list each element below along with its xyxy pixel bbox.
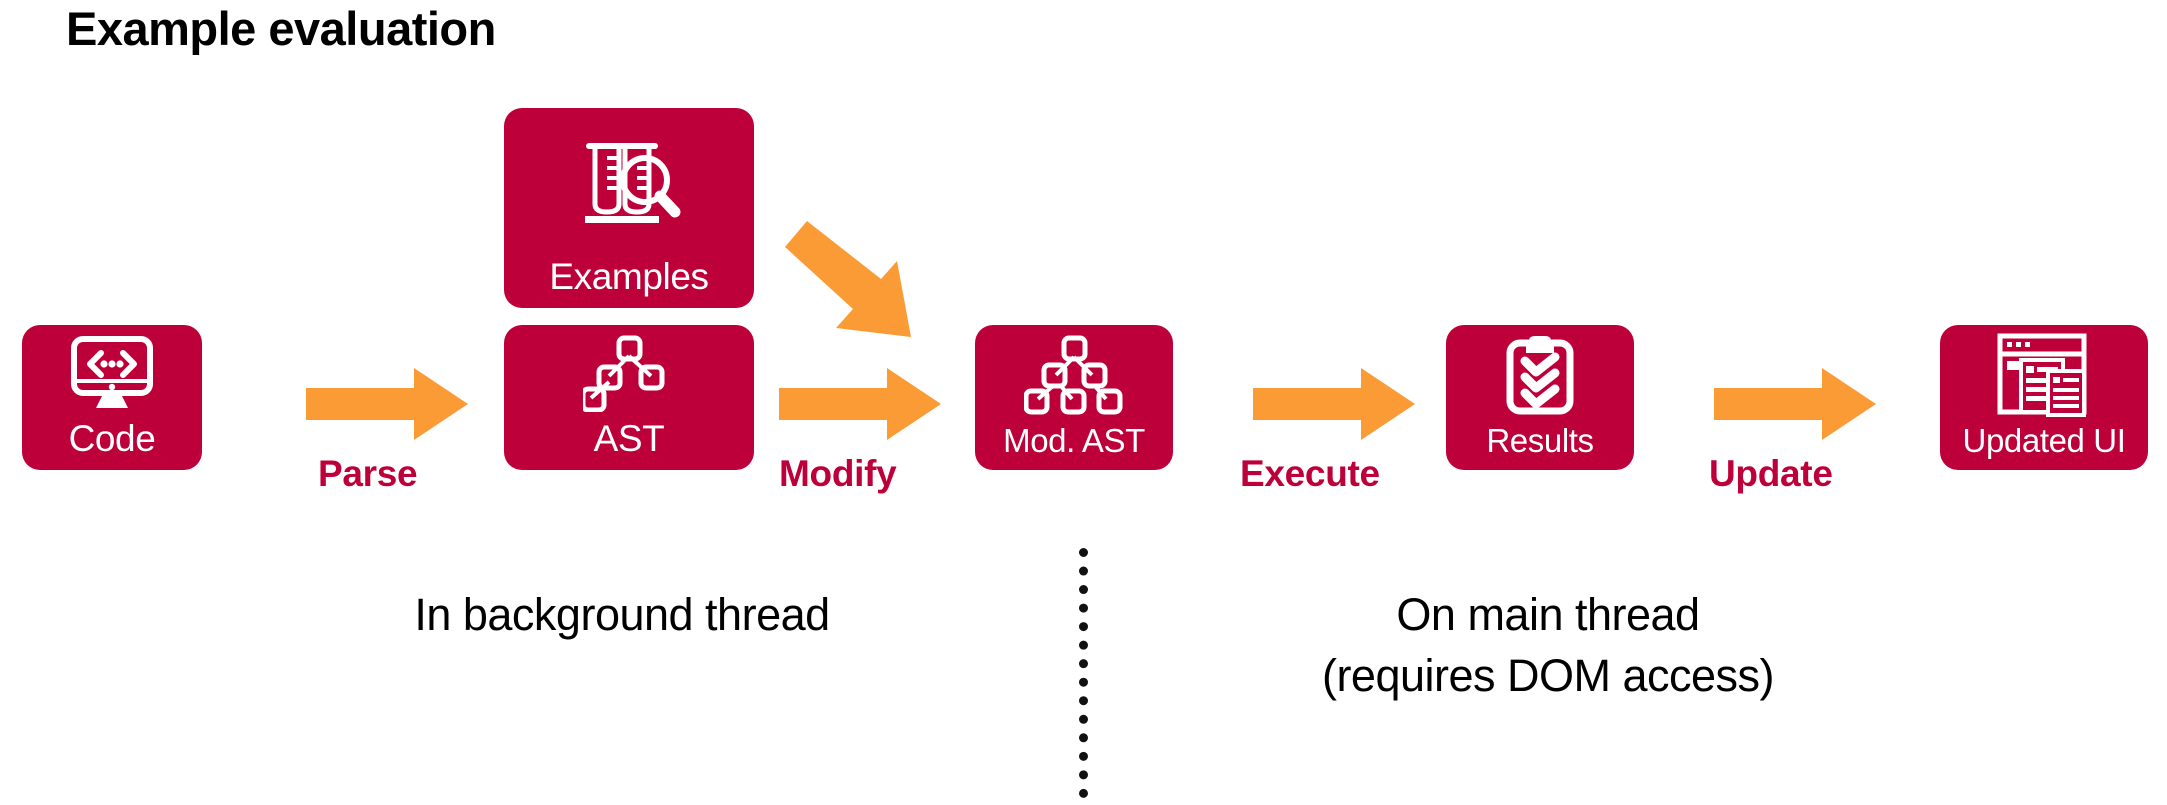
arrow-execute xyxy=(1253,368,1415,440)
stage-code[interactable]: Code xyxy=(22,325,202,470)
caption-background-thread: In background thread xyxy=(414,589,830,640)
stage-label: Mod. AST xyxy=(1003,422,1145,459)
arrow-label-modify: Modify xyxy=(779,453,897,494)
stage-label: Updated UI xyxy=(1962,422,2126,459)
stage-label: Results xyxy=(1486,422,1594,459)
test-tubes-magnifier-icon xyxy=(504,108,754,258)
arrow-label-parse: Parse xyxy=(318,453,418,494)
arrow-inject-examples xyxy=(785,215,935,340)
monitor-code-icon xyxy=(22,325,202,420)
stage-ast[interactable]: AST xyxy=(504,325,754,470)
stage-label: Code xyxy=(68,418,156,459)
stage-label: Examples xyxy=(549,256,709,297)
stage-updated-ui[interactable]: Updated UI xyxy=(1940,325,2148,470)
arrow-update xyxy=(1714,368,1876,440)
stage-examples[interactable]: Examples xyxy=(504,108,754,308)
browser-window-icon xyxy=(1940,325,2148,424)
page-title: Example evaluation xyxy=(66,2,496,55)
stage-label: AST xyxy=(593,418,665,459)
arrow-label-update: Update xyxy=(1709,453,1833,494)
caption-main-thread: On main thread (requires DOM access) xyxy=(1238,585,1858,707)
thread-divider xyxy=(1079,548,1088,798)
arrow-parse xyxy=(306,368,468,440)
arrow-label-execute: Execute xyxy=(1240,453,1380,494)
stage-mod-ast[interactable]: Mod. AST xyxy=(975,325,1173,470)
caption-main-thread-line2: (requires DOM access) xyxy=(1321,649,1775,701)
clipboard-checks-icon xyxy=(1446,325,1634,424)
arrow-modify xyxy=(779,368,941,440)
tree-four-nodes-icon xyxy=(504,325,754,420)
caption-main-thread-line1: On main thread xyxy=(1396,589,1700,640)
stage-results[interactable]: Results xyxy=(1446,325,1634,470)
tree-six-nodes-icon xyxy=(975,325,1173,424)
